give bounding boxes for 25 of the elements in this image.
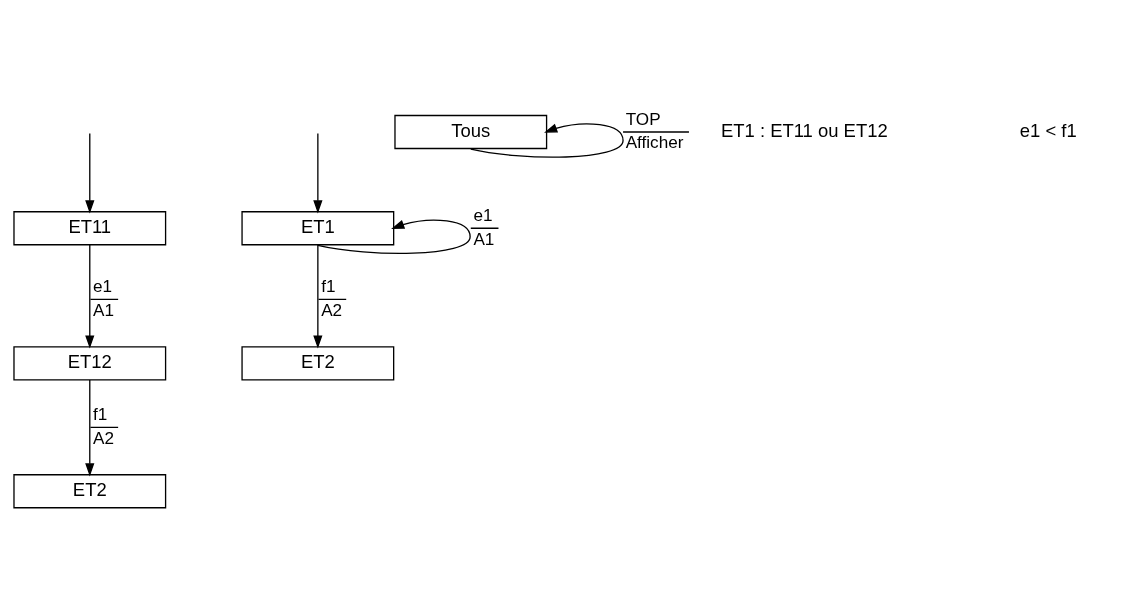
label: e1 < f1 bbox=[1019, 119, 1077, 141]
edge-label: e1 bbox=[473, 204, 493, 225]
arrow bbox=[85, 132, 95, 214]
edge-label: A2 bbox=[321, 299, 343, 320]
node-box: ET2 bbox=[13, 474, 167, 509]
edge-label: e1 bbox=[93, 276, 113, 297]
edge-label: Afficher bbox=[625, 132, 684, 153]
edge-label: f1 bbox=[321, 276, 336, 297]
edge-label: A2 bbox=[93, 427, 115, 448]
edge-label: TOP bbox=[625, 108, 661, 129]
arrow bbox=[317, 219, 471, 255]
label: ET1 : ET11 ou ET12 bbox=[720, 119, 888, 141]
node-box: ET2 bbox=[241, 346, 395, 381]
arrow bbox=[313, 244, 323, 349]
arrow bbox=[85, 379, 95, 477]
arrow bbox=[470, 123, 624, 158]
node-box: ET11 bbox=[13, 211, 167, 246]
node-box: ET1 bbox=[241, 211, 395, 246]
node-box: Tous bbox=[394, 114, 548, 150]
edge-label: A1 bbox=[93, 299, 115, 320]
edge-label: A1 bbox=[473, 228, 495, 249]
node-box: ET12 bbox=[13, 346, 167, 381]
edge-label: f1 bbox=[93, 403, 108, 424]
arrow bbox=[313, 132, 323, 214]
arrow bbox=[85, 244, 95, 349]
